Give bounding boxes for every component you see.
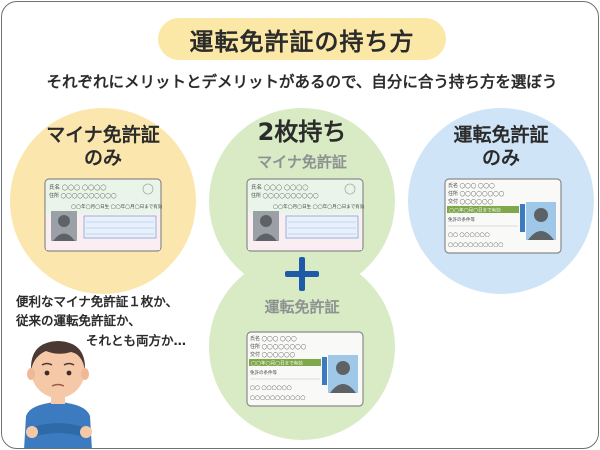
svg-text:交付 ◯◯◯◯◯◯: 交付 ◯◯◯◯◯◯ (250, 351, 296, 358)
option-license-only-line2: のみ (481, 147, 520, 170)
thought-line1: 便利なマイナ免許証１枚か、 (16, 294, 179, 309)
option-mynumber-only-line2: のみ (83, 147, 122, 170)
option-license-only-line1: 運転免許証 (453, 124, 549, 146)
option-two-cards-card2-label: 運転免許証 (264, 298, 340, 316)
svg-text:氏名 ◯◯◯ ◯◯◯◯: 氏名 ◯◯◯ ◯◯◯◯ (49, 183, 107, 191)
svg-text:氏名 ◯◯◯ ◯◯◯◯: 氏名 ◯◯◯ ◯◯◯◯ (251, 183, 309, 191)
option-license-only-label: 運転免許証 のみ (408, 124, 594, 170)
svg-text:◯◯年◯月◯日生 ◯◯年◯月◯日まで有効: ◯◯年◯月◯日生 ◯◯年◯月◯日まで有効 (273, 203, 364, 210)
svg-text:氏名 ◯◯◯ ◯◯◯: 氏名 ◯◯◯ ◯◯◯ (448, 182, 495, 189)
option-two-cards-card1-label: マイナ免許証 (257, 153, 347, 171)
license-card-icon-two-cards: 氏名 ◯◯◯ ◯◯◯ 住所 ◯◯◯◯◯◯◯◯ 交付 ◯◯◯◯◯◯ ◯◯年◯月◯日… (246, 331, 364, 407)
thought-line2: 従来の運転免許証か、 (16, 313, 141, 329)
mynumber-card-icon-two-cards: 氏名 ◯◯◯ ◯◯◯◯ 住所 ◯◯◯◯◯◯◯◯◯◯ ◯◯年◯月◯日生 ◯◯年◯月… (246, 178, 364, 252)
thought-text: 便利なマイナ免許証１枚か、 従来の運転免許証か、 それとも両方か… (16, 292, 212, 350)
svg-text:◯◯ ◯◯◯◯◯◯: ◯◯ ◯◯◯◯◯◯ (250, 385, 292, 391)
svg-text:免許の条件等: 免許の条件等 (448, 216, 475, 223)
svg-text:◯◯年◯月◯日生 ◯◯年◯月◯日まで有効: ◯◯年◯月◯日生 ◯◯年◯月◯日まで有効 (71, 203, 162, 210)
thought-line3: それとも両方か… (86, 332, 187, 348)
svg-text:◯◯ ◯◯◯◯◯◯: ◯◯ ◯◯◯◯◯◯ (448, 232, 490, 238)
svg-text:◯◯◯◯◯◯◯◯◯◯◯: ◯◯◯◯◯◯◯◯◯◯◯ (250, 395, 305, 401)
svg-text:◯◯年◯月◯日まで有効: ◯◯年◯月◯日まで有効 (251, 360, 303, 367)
thinking-person-icon (24, 341, 92, 448)
option-mynumber-only-label: マイナ免許証 のみ (10, 124, 196, 170)
mynumber-card-icon: 氏名 ◯◯◯ ◯◯◯◯ 住所 ◯◯◯◯◯◯◯◯◯◯ ◯◯年◯月◯日生 ◯◯年◯月… (44, 178, 162, 252)
svg-text:住所 ◯◯◯◯◯◯◯◯: 住所 ◯◯◯◯◯◯◯◯ (448, 190, 505, 197)
title-badge: 運転免許証の持ち方 (158, 18, 446, 60)
svg-text:住所 ◯◯◯◯◯◯◯◯◯◯: 住所 ◯◯◯◯◯◯◯◯◯◯ (49, 192, 117, 199)
svg-text:住所 ◯◯◯◯◯◯◯◯: 住所 ◯◯◯◯◯◯◯◯ (250, 343, 307, 350)
license-card-icon: 氏名 ◯◯◯ ◯◯◯ 住所 ◯◯◯◯◯◯◯◯ 交付 ◯◯◯◯◯◯ ◯◯年◯月◯日… (444, 178, 562, 254)
svg-text:氏名 ◯◯◯ ◯◯◯: 氏名 ◯◯◯ ◯◯◯ (250, 335, 297, 342)
option-two-cards-heading: 2枚持ち (257, 118, 347, 146)
plus-icon (285, 257, 319, 291)
page-title: 運転免許証の持ち方 (189, 27, 415, 56)
option-mynumber-only-line1: マイナ免許証 (46, 124, 160, 146)
subtitle: それぞれにメリットとデメリットがあるので、自分に合う持ち方を選ぼう (46, 73, 558, 91)
svg-text:◯◯◯◯◯◯◯◯◯◯◯: ◯◯◯◯◯◯◯◯◯◯◯ (448, 242, 503, 248)
svg-text:◯◯年◯月◯日まで有効: ◯◯年◯月◯日まで有効 (449, 207, 501, 214)
svg-text:住所 ◯◯◯◯◯◯◯◯◯◯: 住所 ◯◯◯◯◯◯◯◯◯◯ (251, 192, 319, 199)
svg-text:免許の条件等: 免許の条件等 (250, 369, 277, 376)
svg-text:交付 ◯◯◯◯◯◯: 交付 ◯◯◯◯◯◯ (448, 198, 494, 205)
